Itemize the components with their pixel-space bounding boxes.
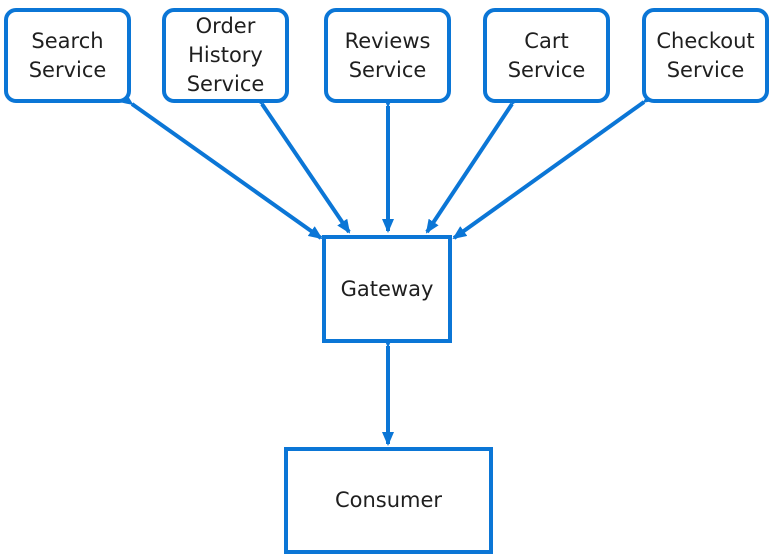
consumer-node: Consumer	[284, 447, 493, 554]
gateway-node: Gateway	[322, 235, 452, 343]
reviews-service-label: Reviews Service	[344, 28, 431, 82]
checkout-service-label: Checkout Service	[656, 28, 755, 82]
search-service-node: Search Service	[4, 8, 131, 103]
consumer-label: Consumer	[334, 488, 443, 512]
arrow-checkout-gateway	[452, 90, 658, 240]
arrow-order-history-gateway	[250, 90, 351, 234]
search-service-label: Search Service	[28, 28, 107, 82]
order-history-service-label: Order History Service	[186, 14, 265, 96]
order-history-service-node: Order History Service	[162, 8, 289, 103]
arrow-cart-gateway	[425, 90, 524, 234]
checkout-service-node: Checkout Service	[642, 8, 769, 103]
arrow-search-gateway	[118, 92, 323, 240]
reviews-service-node: Reviews Service	[324, 8, 451, 103]
cart-service-node: Cart Service	[483, 8, 610, 103]
gateway-label: Gateway	[340, 276, 434, 301]
cart-service-label: Cart Service	[507, 28, 586, 82]
